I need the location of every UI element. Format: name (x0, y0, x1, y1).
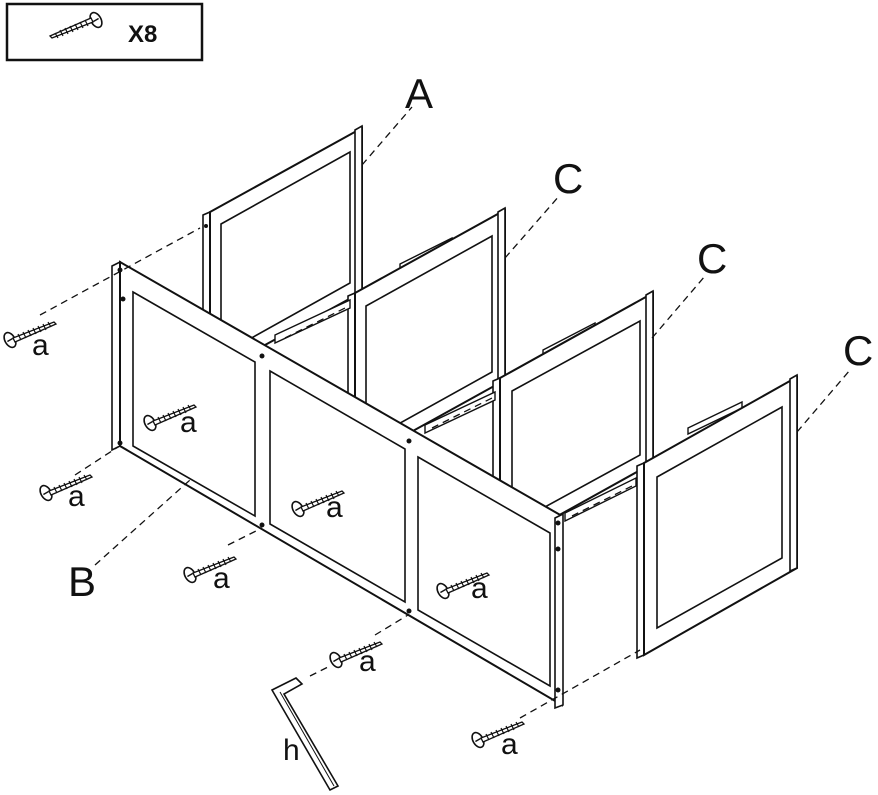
label-screw-5: a (213, 562, 230, 595)
parts-box-border (5, 2, 204, 62)
panel-c3 (636, 373, 798, 660)
label-screw-1: a (32, 329, 49, 362)
label-screw-7: a (359, 645, 376, 678)
label-screw-2: a (180, 406, 197, 439)
label-panel-c1: C (553, 155, 583, 202)
parts-box: X8 (5, 2, 204, 62)
label-panel-c2: C (697, 235, 727, 282)
leader-lines (39, 106, 851, 719)
panel-c1 (347, 206, 506, 468)
hex-key-icon (270, 677, 340, 792)
connector-rails (274, 298, 637, 523)
label-panel-c3: C (843, 327, 873, 374)
label-panel-b: B (68, 558, 96, 605)
quantity-label: X8 (128, 21, 157, 48)
label-screw-8: a (501, 728, 518, 761)
label-panel-a: A (405, 70, 433, 117)
panel-b (111, 260, 564, 710)
label-hex-key: h (283, 734, 300, 767)
label-screw-4: a (326, 491, 343, 524)
label-screw-3: a (68, 480, 85, 513)
label-screw-6: a (471, 572, 488, 605)
